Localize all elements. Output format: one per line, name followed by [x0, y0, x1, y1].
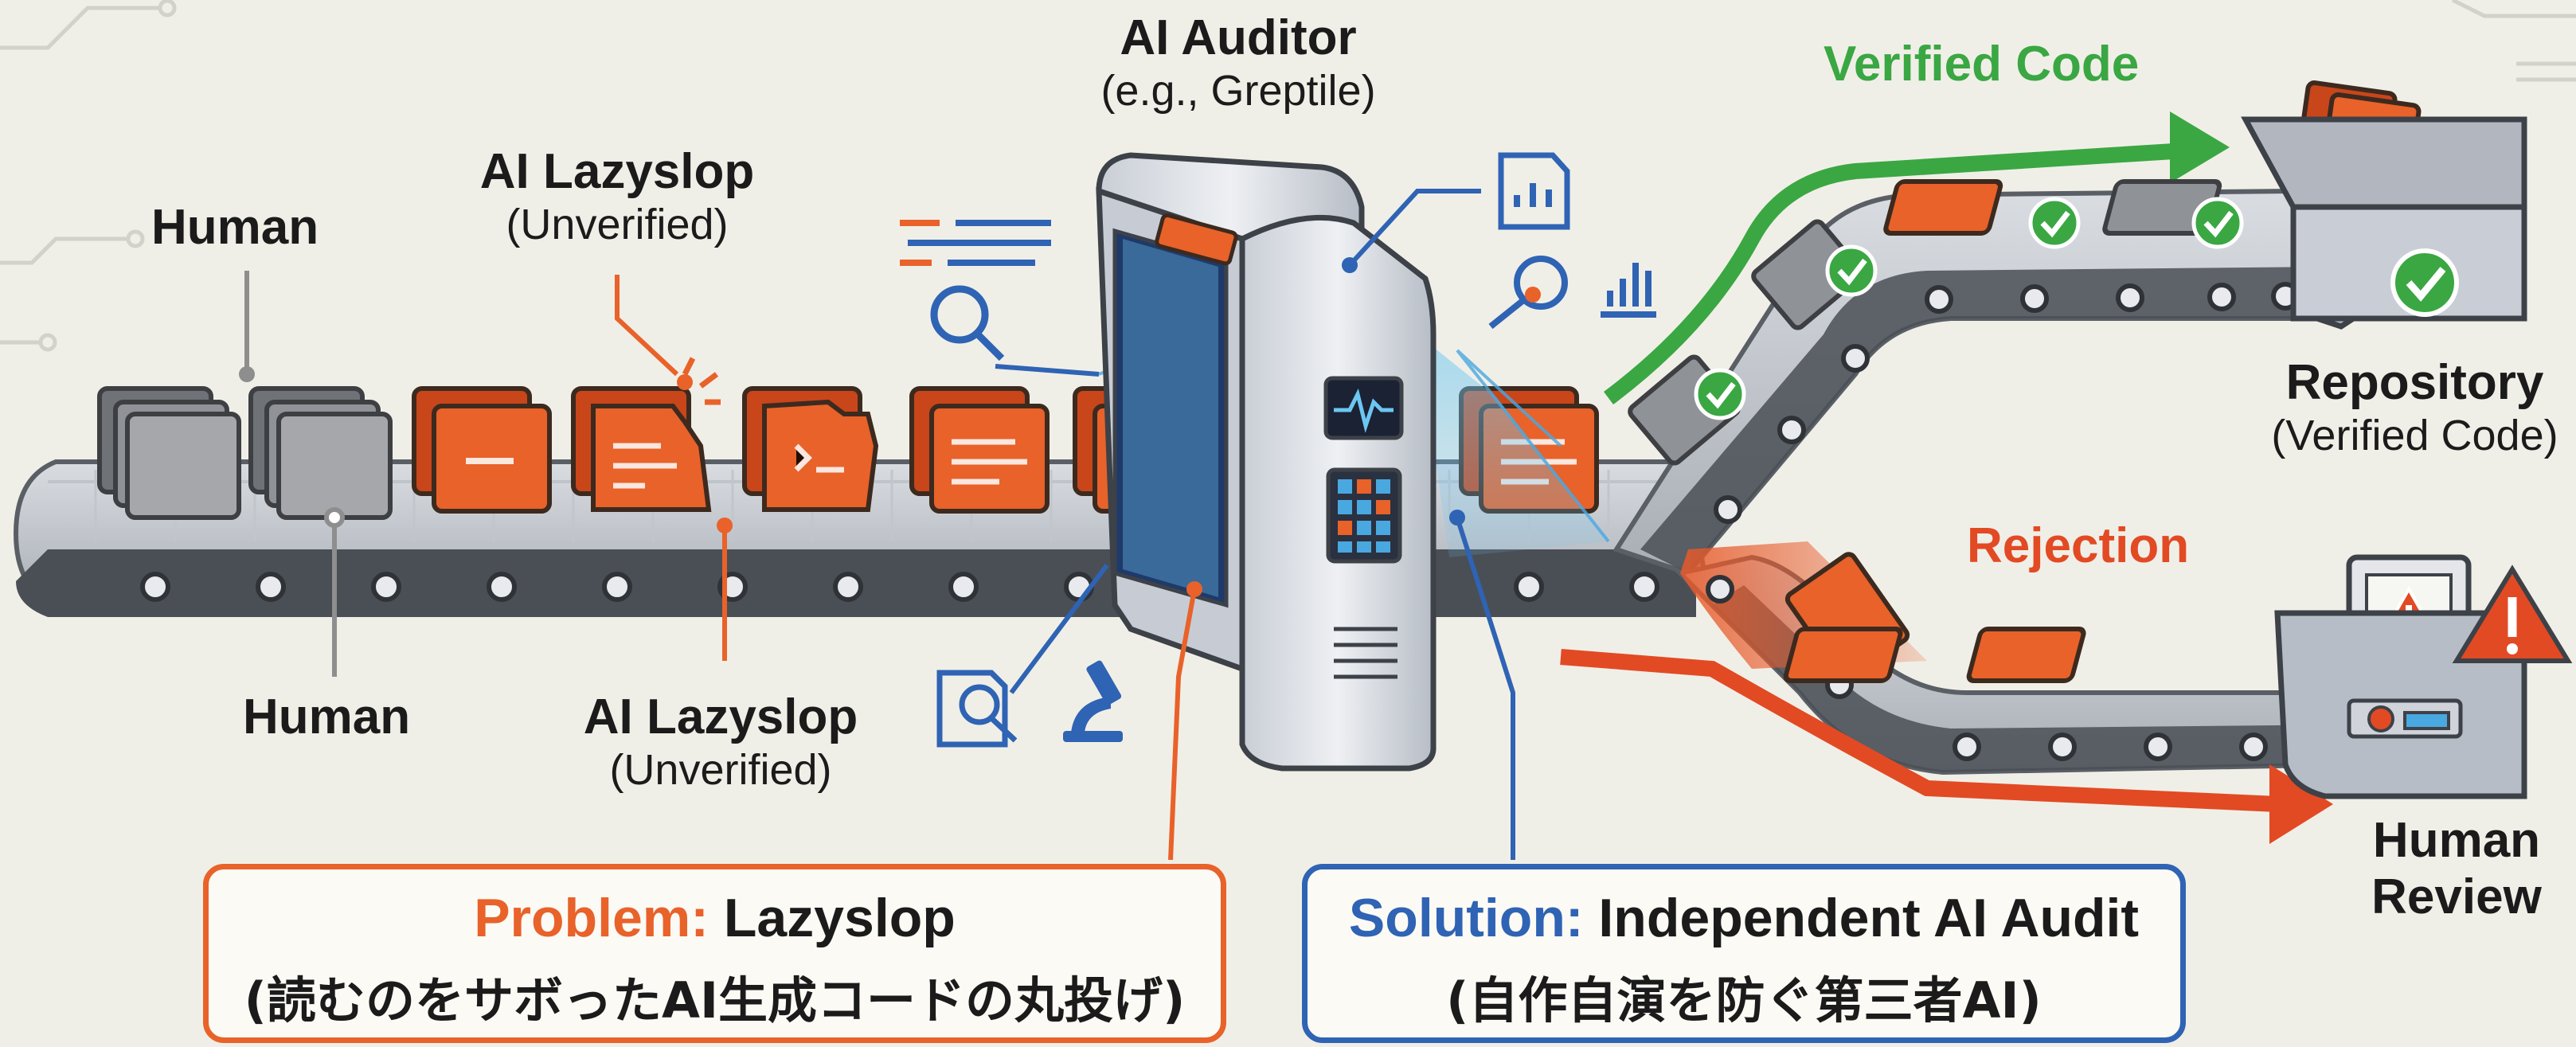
repository-bin	[2241, 80, 2527, 330]
verified-code-label: Verified Code	[1824, 37, 2140, 92]
rejection-arrow	[1560, 649, 2333, 844]
solution-title: Independent AI Audit	[1598, 888, 2140, 948]
microscope-icon	[1063, 660, 1123, 742]
pulse-icon	[1323, 376, 1404, 440]
repository-sub: (Verified Code)	[2271, 412, 2558, 459]
lazyslop-card-4	[909, 386, 1050, 514]
human-review-label: Human Review	[2337, 812, 2576, 925]
repository-title: Repository	[2285, 355, 2544, 410]
auditor-label: AI Auditor (e.g., Greptile)	[1063, 10, 1413, 115]
repository-label: Repository (Verified Code)	[2254, 354, 2576, 460]
human-label-top: Human	[151, 200, 319, 255]
problem-desc: (読むのをサボったAI生成コードの丸投げ)	[244, 971, 1186, 1029]
problem-title: Lazyslop	[723, 888, 956, 948]
circuit-icon	[0, 0, 2576, 352]
report-chart-icon	[1498, 152, 1570, 230]
lazyslop-card-1	[412, 386, 552, 514]
human-review-line1: Human	[2372, 813, 2541, 868]
document-list-icon	[900, 220, 1051, 266]
solution-head: Solution:	[1348, 888, 1584, 948]
rejected-code-card	[1783, 552, 2086, 683]
magnifier-chart-icon	[1488, 256, 1568, 330]
solution-heading: Solution: Independent AI Audit	[1308, 887, 2180, 949]
lazyslop-sub-bottom: (Unverified)	[609, 746, 832, 794]
auditor-sub: (e.g., Greptile)	[1100, 67, 1376, 115]
solution-desc: (自作自演を防ぐ第三者AI)	[1446, 971, 2042, 1029]
human-code-card-1	[97, 386, 241, 520]
human-code-card-2	[248, 386, 393, 520]
verified-code-card	[1628, 179, 2244, 466]
auditor-title: AI Auditor	[1120, 10, 1357, 65]
solution-callout: Solution: Independent AI Audit (自作自演を防ぐ第…	[1302, 864, 2186, 1043]
lazyslop-card-3	[742, 386, 879, 512]
keypad-icon	[1326, 467, 1402, 564]
rejection-label: Rejection	[1967, 518, 2190, 573]
bar-chart-icon	[1601, 263, 1656, 318]
verified-arrow	[1603, 111, 2230, 404]
human-review-station	[2274, 554, 2573, 799]
magnifier-icon	[930, 285, 1005, 361]
document-search-icon	[936, 670, 1018, 748]
lazyslop-title-bottom: AI Lazyslop	[583, 690, 858, 744]
ai-auditor-machine	[1096, 152, 1437, 772]
problem-heading: Problem: Lazyslop	[209, 887, 1221, 949]
lazyslop-label-bottom: AI Lazyslop (Unverified)	[565, 689, 876, 795]
human-label-bottom: Human	[243, 690, 411, 744]
human-review-line2: Review	[2371, 869, 2542, 924]
lazyslop-card-2	[571, 357, 721, 512]
pointer-lines	[239, 189, 1515, 861]
warning-icon	[2452, 565, 2573, 663]
problem-callout: Problem: Lazyslop (読むのをサボったAI生成コードの丸投げ)	[203, 864, 1226, 1043]
lazyslop-label-top: AI Lazyslop (Unverified)	[462, 143, 772, 249]
problem-head: Problem:	[474, 888, 709, 948]
lazyslop-sub-top: (Unverified)	[506, 201, 729, 248]
lazyslop-title-top: AI Lazyslop	[479, 144, 755, 199]
